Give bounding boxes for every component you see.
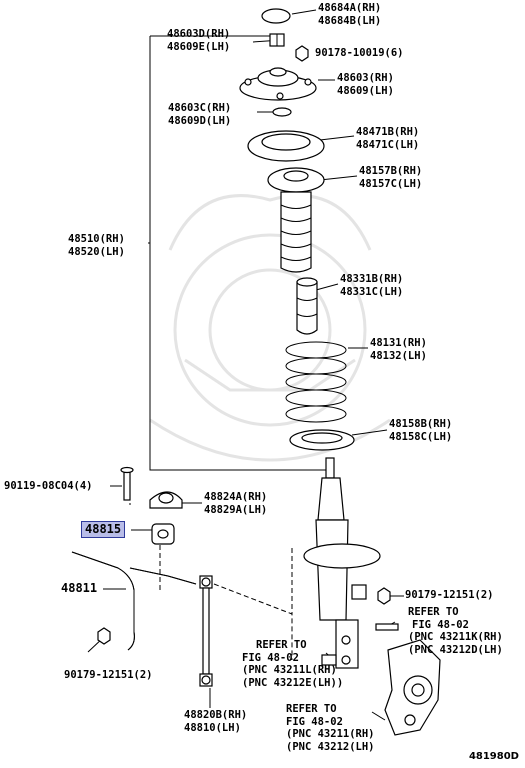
label-90178[interactable]: 90178-10019(6)	[315, 47, 404, 60]
label-48331[interactable]: 48331B(RH)48331C(LH)	[340, 273, 403, 299]
knuckle-bolts[interactable]	[321, 623, 399, 666]
stabilizer-link-part[interactable]	[199, 575, 213, 687]
label-line: 48820B(RH)	[184, 709, 248, 721]
label-line: 48603C(RH)	[168, 102, 232, 114]
label-line: 48157C(LH)	[359, 178, 423, 190]
diagram-code: 481980D	[468, 751, 519, 762]
spring-insulator-part[interactable]	[289, 429, 355, 451]
label-48603d[interactable]: 48603D(RH)48609E(LH)	[167, 28, 230, 54]
lock-nut-part[interactable]	[269, 33, 285, 47]
label-48815-highlighted[interactable]: 48815	[81, 521, 126, 538]
label-line: 48471B(RH)	[356, 126, 420, 138]
label-line: 48131(RH)	[370, 337, 427, 349]
label-line: 48684B(LH)	[318, 15, 382, 27]
bound-stopper-part[interactable]	[296, 277, 318, 335]
label-line: 48158C(LH)	[389, 431, 453, 443]
label-line: 48609(LH)	[337, 85, 394, 97]
stabilizer-bushing-part[interactable]	[151, 523, 175, 545]
label-line: FIG 48-02	[412, 618, 469, 631]
collar-part[interactable]	[272, 107, 292, 117]
label-line: 90178-10019(6)	[315, 47, 404, 59]
steering-knuckle-part[interactable]	[384, 639, 441, 736]
label-line: 48158B(RH)	[389, 418, 453, 430]
label-line: 48829A(LH)	[204, 504, 268, 516]
label-line: (PNC 43211(RH)	[286, 728, 375, 740]
label-line: (PNC 43212D(LH)	[408, 643, 503, 656]
coil-spring-part[interactable]	[285, 341, 347, 423]
label-line: REFER TO	[286, 703, 337, 715]
label-90119[interactable]: 90119-08C04(4)	[4, 480, 93, 493]
label-48824[interactable]: 48824A(RH)48829A(LH)	[204, 491, 267, 517]
label-line: (PNC 43211K(RH)	[408, 631, 503, 643]
label-line: REFER TO	[256, 639, 307, 651]
bushing-bracket-part[interactable]	[149, 491, 183, 509]
label-line: (PNC 43212(LH)	[286, 740, 375, 753]
label-line: REFER TO	[408, 606, 459, 618]
label-90179-left[interactable]: 90179-12151(2)	[64, 669, 153, 682]
label-48684[interactable]: 48684A(RH)48684B(LH)	[318, 2, 381, 28]
label-line: 48824A(RH)	[204, 491, 268, 503]
bolt-90119-part[interactable]	[120, 466, 134, 501]
shock-absorber-part[interactable]	[303, 457, 381, 669]
nut-90179-right-part[interactable]	[377, 587, 391, 605]
leader-lines	[87, 9, 404, 721]
spring-seat-boot-part[interactable]	[267, 167, 325, 273]
label-line: FIG 48-02	[286, 715, 343, 728]
label-line: 90179-12151(2)	[405, 589, 494, 601]
label-line: 48331B(RH)	[340, 273, 404, 285]
label-line: 48471C(LH)	[356, 139, 420, 151]
assembly-bracket-line	[149, 35, 330, 471]
label-48603[interactable]: 48603(RH)48609(LH)	[337, 72, 394, 98]
label-line: (PNC 43211L(RH)	[242, 664, 337, 676]
label-line: FIG 48-02	[242, 651, 299, 664]
label-line: 48810(LH)	[184, 722, 241, 734]
label-48158[interactable]: 48158B(RH)48158C(LH)	[389, 418, 452, 444]
strut-support-part[interactable]	[239, 67, 317, 101]
label-line: 48520(LH)	[68, 246, 125, 258]
label-line: 90179-12151(2)	[64, 669, 153, 681]
label-line: 90119-08C04(4)	[4, 480, 93, 492]
nut-90179-left-part[interactable]	[97, 627, 111, 645]
label-line: 48609E(LH)	[167, 41, 231, 53]
label-48603c[interactable]: 48603C(RH)48609D(LH)	[168, 102, 231, 128]
label-line: 48603(RH)	[337, 72, 394, 84]
label-line: 48157B(RH)	[359, 165, 423, 177]
label-48131[interactable]: 48131(RH)48132(LH)	[370, 337, 427, 363]
label-48157[interactable]: 48157B(RH)48157C(LH)	[359, 165, 422, 191]
label-line: 48331C(LH)	[340, 286, 404, 298]
label-line: 48609D(LH)	[168, 115, 232, 127]
dust-cap-part[interactable]	[261, 8, 291, 24]
label-48820[interactable]: 48820B(RH)48810(LH)	[184, 709, 247, 735]
label-line: 48815	[85, 522, 122, 536]
bearing-part[interactable]	[247, 130, 325, 162]
nut-90178-part[interactable]	[295, 45, 309, 62]
label-48811[interactable]: 48811	[61, 582, 97, 595]
label-line: 48510(RH)	[68, 233, 125, 245]
label-line: 48603D(RH)	[167, 28, 231, 40]
label-line: 48684A(RH)	[318, 2, 382, 14]
label-48471[interactable]: 48471B(RH)48471C(LH)	[356, 126, 419, 152]
label-line: 48811	[61, 581, 98, 595]
label-line: (PNC 43212E(LH))	[242, 676, 344, 689]
label-90179-right[interactable]: 90179-12151(2)	[405, 589, 494, 602]
label-48510[interactable]: 48510(RH)48520(LH)	[68, 233, 125, 259]
watermark-emblem	[149, 194, 391, 462]
label-line: 48132(LH)	[370, 350, 427, 362]
